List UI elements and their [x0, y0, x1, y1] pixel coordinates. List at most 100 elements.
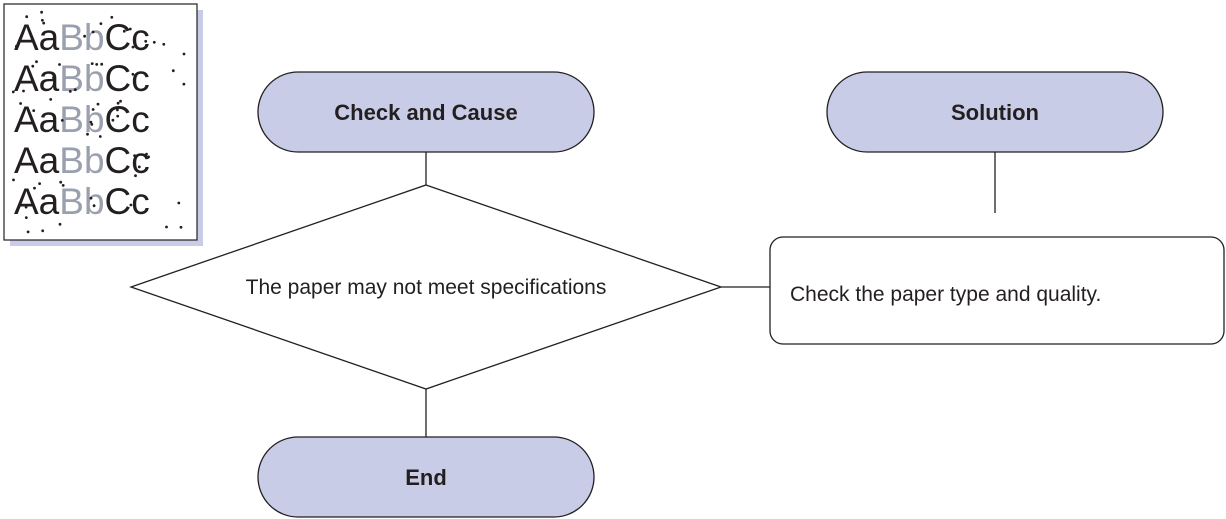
toner-speck [109, 83, 112, 87]
toner-speck [137, 165, 141, 169]
toner-speck [96, 102, 100, 106]
toner-speck [25, 15, 29, 19]
toner-speck [53, 206, 57, 210]
toner-speck [26, 230, 30, 234]
toner-speck [58, 63, 61, 66]
decision-diamond [129, 184, 723, 390]
toner-speck [24, 216, 28, 220]
sample-row-part: Aa [14, 58, 60, 99]
toner-speck [89, 120, 93, 124]
sample-row-part: Aa [14, 17, 60, 58]
toner-speck [33, 186, 36, 190]
toner-specks [11, 10, 186, 234]
sample-row-part: Cc [105, 140, 150, 181]
sample-row-part: Aa [14, 99, 60, 140]
toner-speck [129, 203, 133, 207]
toner-speck [152, 40, 156, 44]
sample-row: AaBbCc [14, 99, 150, 140]
check-and-cause-label: Check and Cause [334, 100, 517, 125]
toner-speck [107, 195, 111, 198]
toner-speck [182, 82, 186, 86]
toner-speck [42, 21, 46, 25]
toner-speck [122, 29, 126, 33]
toner-speck [91, 30, 95, 34]
toner-speck [145, 152, 148, 156]
toner-speck [171, 69, 175, 73]
solution-label: Solution [951, 100, 1039, 125]
toner-speck [24, 205, 28, 209]
sample-row-part: Bb [59, 17, 104, 58]
toner-speck [31, 64, 35, 68]
toner-speck [128, 27, 132, 31]
toner-speck [179, 225, 183, 229]
end-terminator: End [257, 436, 595, 518]
toner-speck [40, 10, 43, 14]
toner-speck [131, 72, 135, 76]
solution-box [769, 236, 1225, 345]
solution-node: Check the paper type and quality. [769, 236, 1225, 345]
toner-speck [98, 135, 102, 138]
toner-speck [68, 90, 72, 93]
sample-row: AaBbCc [14, 17, 150, 58]
sample-row-part: Bb [59, 99, 104, 140]
toner-speck [119, 99, 122, 103]
sample-row: AaBbCc [14, 58, 150, 99]
toner-speck [19, 102, 22, 105]
toner-speck [134, 174, 137, 178]
toner-speck [90, 62, 94, 65]
toner-speck [116, 114, 120, 118]
toner-speck [131, 45, 135, 49]
solution-pill [826, 71, 1164, 153]
solution-text: Check the paper type and quality. [790, 283, 1101, 306]
toner-speck [92, 204, 96, 208]
toner-speck [59, 180, 63, 184]
toner-speck [162, 42, 166, 46]
toner-speck [91, 108, 95, 111]
toner-speck [32, 109, 36, 112]
connectors [425, 152, 996, 437]
toner-speck [89, 196, 93, 200]
toner-speck [15, 44, 18, 48]
sample-row-part: Cc [105, 17, 150, 58]
toner-speck [116, 101, 120, 105]
toner-speck [165, 225, 168, 229]
toner-speck [12, 178, 15, 182]
toner-speck [58, 222, 62, 226]
sample-row-part: Bb [59, 181, 104, 222]
toner-speck [147, 155, 151, 159]
toner-speck [110, 15, 114, 19]
decision-text: The paper may not meet specifications [246, 276, 607, 299]
toner-speck [41, 229, 45, 233]
decision-node: The paper may not meet specifications [129, 184, 723, 390]
sample-row-part: Bb [59, 140, 104, 181]
sample-row: AaBbCc [14, 140, 150, 181]
check-and-cause-pill [257, 71, 595, 153]
thumbnail-sheet [3, 3, 198, 241]
toner-speck [49, 98, 53, 101]
toner-speck [22, 89, 25, 93]
toner-speck [177, 201, 181, 205]
toner-speck [52, 195, 55, 198]
toner-speck [83, 34, 86, 38]
toner-speck [111, 118, 115, 122]
toner-speck [73, 88, 77, 92]
end-label: End [405, 465, 447, 490]
toner-speck [90, 123, 94, 126]
toner-speck [100, 62, 104, 66]
sample-row-part: Cc [105, 58, 150, 99]
toner-speck [60, 119, 64, 122]
toner-speck [116, 108, 119, 112]
toner-speck [86, 132, 89, 136]
solution-terminator: Solution [826, 71, 1164, 153]
sample-row-part: Aa [14, 140, 60, 181]
toner-speck [41, 18, 44, 22]
end-pill [257, 436, 595, 518]
toner-speck [61, 184, 65, 187]
toner-speck [11, 90, 15, 94]
check-and-cause-terminator: Check and Cause [257, 71, 595, 153]
sample-row-part: Cc [105, 181, 150, 222]
toner-speck [144, 39, 148, 43]
